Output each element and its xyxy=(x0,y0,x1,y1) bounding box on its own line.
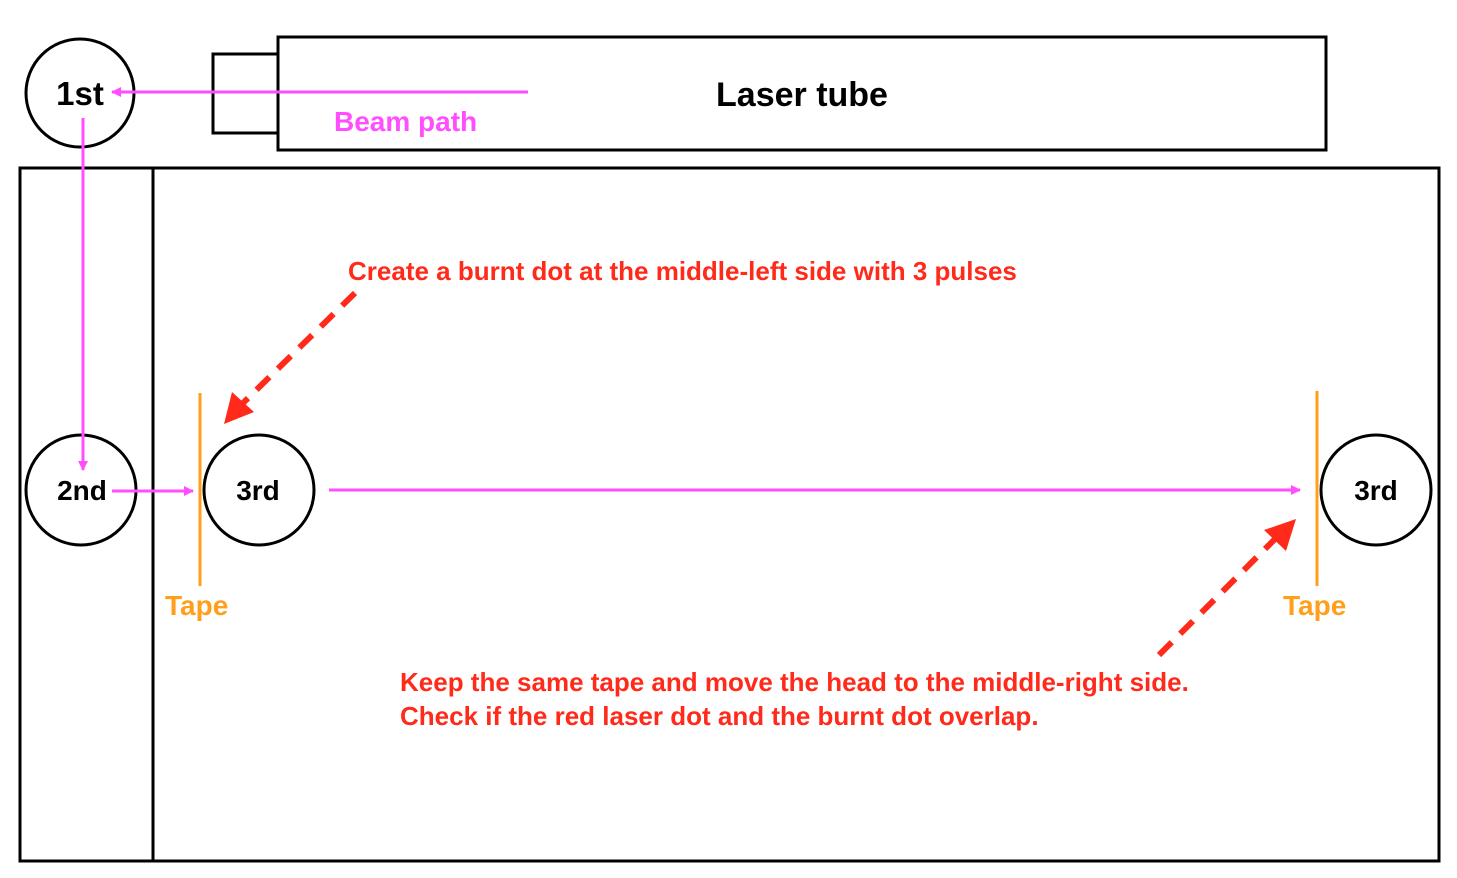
mirror-1st-label: 1st xyxy=(56,75,104,112)
note-step-right-line2: Check if the red laser dot and the burnt… xyxy=(400,701,1039,731)
mirror-3rd-right xyxy=(1319,433,1433,547)
mirror-3rd-left-label: 3rd xyxy=(236,475,280,506)
tape-right-label: Tape xyxy=(1283,590,1346,621)
laser-tube-label: Laser tube xyxy=(716,76,888,114)
note-step-right-line1: Keep the same tape and move the head to … xyxy=(400,667,1189,697)
note-step-left: Create a burnt dot at the middle-left si… xyxy=(348,256,1017,286)
mirror-3rd-left xyxy=(202,433,316,547)
mirror-3rd-right-label: 3rd xyxy=(1354,475,1398,506)
mirror-2nd-label: 2nd xyxy=(57,475,107,506)
note-arrow-right xyxy=(1156,519,1296,658)
beam-path-label: Beam path xyxy=(334,106,477,137)
note-arrow-left xyxy=(224,290,358,424)
tape-left-label: Tape xyxy=(165,590,228,621)
machine-frame xyxy=(18,166,1441,863)
